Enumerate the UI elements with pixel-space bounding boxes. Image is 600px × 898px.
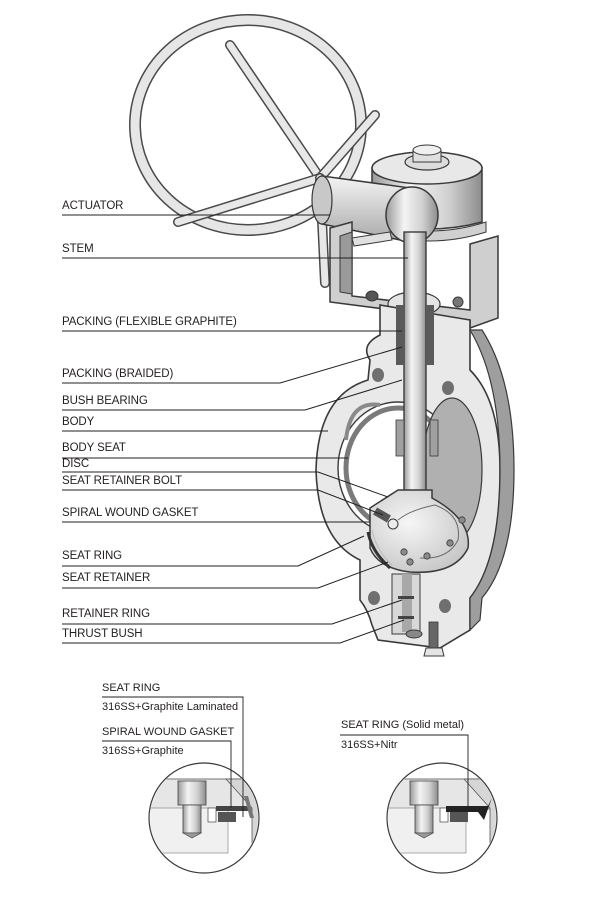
- leader-packing-braided: [62, 346, 403, 384]
- detail-left-gasket-title: SPIRAL WOUND GASKET: [102, 726, 235, 738]
- label-seat-ring: SEAT RING: [62, 550, 123, 562]
- label-bush-bearing: BUSH BEARING: [62, 395, 148, 407]
- label-packing-braided: PACKING (BRAIDED): [62, 368, 174, 380]
- label-seat-retainer-bolt: SEAT RETAINER BOLT: [62, 475, 183, 487]
- leader-seat-retainer-bolt: [62, 489, 384, 516]
- label-body-seat: BODY SEAT: [62, 442, 126, 454]
- detail-right-seat-ring-title: SEAT RING (Solid metal): [341, 719, 465, 731]
- label-actuator: ACTUATOR: [62, 200, 124, 212]
- bottom-trunnion: [391, 573, 445, 657]
- detail-left-gasket-material: 316SS+Graphite: [102, 745, 184, 757]
- detail-left-seat-ring-title: SEAT RING: [102, 682, 161, 694]
- detail-left: [148, 762, 260, 874]
- label-thrust-bush: THRUST BUSH: [62, 628, 143, 640]
- leader-bush-bearing: [62, 379, 403, 411]
- label-retainer-ring: RETAINER RING: [62, 608, 150, 620]
- stem: [395, 231, 439, 495]
- label-body: BODY: [62, 416, 95, 428]
- label-stem: STEM: [62, 243, 94, 255]
- leader-seat-retainer: [62, 561, 389, 589]
- detail-right-seat-ring-material: 316SS+Nitr: [341, 739, 398, 751]
- label-packing-flexible-graphite: PACKING (FLEXIBLE GRAPHITE): [62, 316, 237, 328]
- detail-left-seat-ring-material: 316SS+Graphite Laminated: [102, 701, 239, 713]
- label-spiral-wound-gasket: SPIRAL WOUND GASKET: [62, 507, 199, 519]
- label-seat-retainer: SEAT RETAINER: [62, 572, 151, 584]
- label-disc: DISC: [62, 458, 90, 470]
- detail-right: [386, 762, 498, 874]
- detail-leader-lines: [102, 696, 469, 817]
- leader-thrust-bush: [62, 619, 405, 644]
- leader-retainer-ring: [62, 599, 403, 625]
- leader-lines: [62, 214, 408, 644]
- leader-disc: [62, 471, 389, 498]
- leader-seat-ring: [62, 535, 365, 567]
- handwheel: [129, 14, 380, 288]
